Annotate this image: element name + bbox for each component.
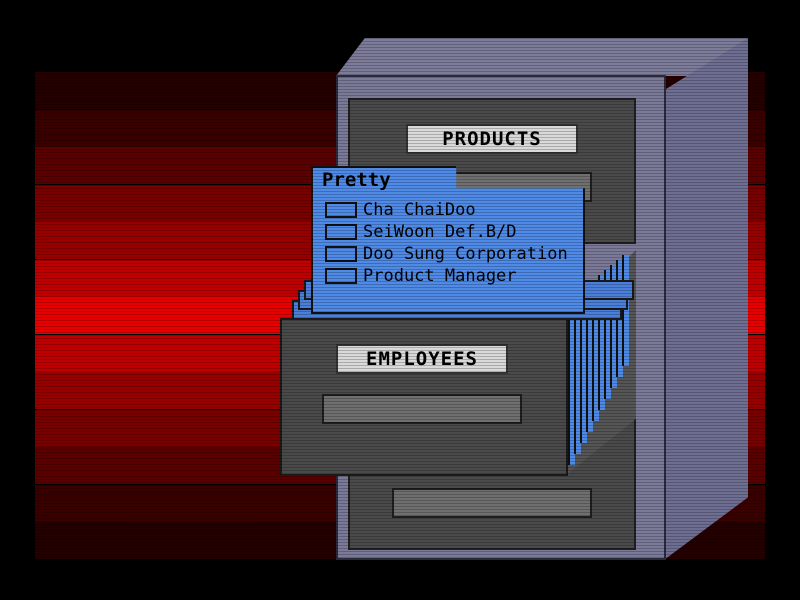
entry-label: Cha ChaiDoo (363, 200, 476, 220)
file-divider (574, 295, 581, 454)
file-divider (622, 255, 629, 366)
personnel-folder[interactable] (311, 166, 585, 314)
cabinet-top (336, 38, 748, 76)
entry-checkbox[interactable] (325, 268, 357, 284)
file-divider (580, 290, 587, 443)
entry-checkbox[interactable] (325, 202, 357, 218)
file-divider (586, 285, 593, 432)
entry-label: Product Manager (363, 266, 517, 286)
file-divider (598, 275, 605, 410)
employees-drawer-handle[interactable] (322, 394, 522, 424)
products-label: PRODUCTS (406, 124, 578, 154)
entry-checkbox[interactable] (325, 246, 357, 262)
folder-tab-label: Pretty (322, 169, 391, 191)
file-divider (610, 265, 617, 388)
list-item[interactable]: Product Manager (325, 265, 517, 287)
entry-checkbox[interactable] (325, 224, 357, 240)
file-divider (568, 300, 575, 465)
cabinet-side (664, 38, 748, 560)
entry-label: SeiWoon Def.B/D (363, 222, 517, 242)
file-divider (592, 280, 599, 421)
list-item[interactable]: Doo Sung Corporation (325, 243, 568, 265)
list-item[interactable]: Cha ChaiDoo (325, 199, 476, 221)
file-divider (604, 270, 611, 399)
employees-label: EMPLOYEES (336, 344, 508, 374)
list-item[interactable]: SeiWoon Def.B/D (325, 221, 517, 243)
lower-drawer-handle[interactable] (392, 488, 592, 518)
entry-label: Doo Sung Corporation (363, 244, 568, 264)
